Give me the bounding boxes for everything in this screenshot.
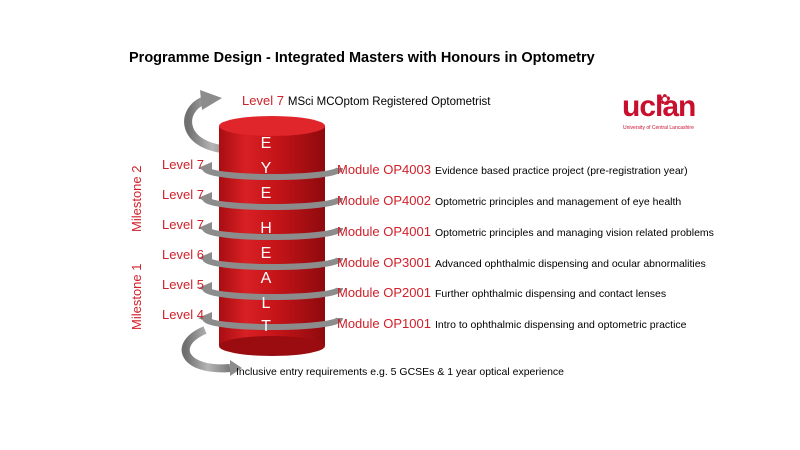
module-code: Module OP4002 [337, 193, 431, 208]
uclan-logo: uclan ✿ University of Central Lancashire [622, 92, 702, 138]
module-description: Further ophthalmic dispensing and contac… [435, 288, 666, 300]
module-code: Module OP4001 [337, 224, 431, 239]
level-label: Level 5 [162, 277, 204, 292]
module-row: Module OP4001 Optometric principles and m… [337, 223, 714, 241]
cylinder-letter: T [256, 318, 276, 336]
cylinder-letter: H [256, 220, 276, 238]
module-description: Evidence based practice project (pre-reg… [435, 165, 688, 177]
module-row: Module OP2001 Further ophthalmic dispensi… [337, 284, 666, 302]
logo-subtitle: University of Central Lancashire [623, 125, 694, 131]
module-description: Advanced ophthalmic dispensing and ocula… [435, 258, 706, 270]
module-description: Optometric principles and management of … [435, 196, 681, 208]
level-label: Level 7 [162, 157, 204, 172]
entry-requirements: Inclusive entry requirements e.g. 5 GCSE… [236, 366, 564, 378]
level-label: Level 4 [162, 307, 204, 322]
top-level-award-text: MSci MCOptom Registered Optometrist [288, 96, 491, 108]
top-level-award: Level 7 MSci MCOptom Registered Optometri… [242, 92, 491, 110]
top-arrow-head [200, 90, 222, 110]
cylinder-letter: A [256, 270, 276, 288]
cylinder-letter: L [256, 295, 276, 313]
level-label: Level 7 [162, 217, 204, 232]
rose-icon: ✿ [659, 92, 671, 106]
module-row: Module OP4002 Optometric principles and m… [337, 192, 681, 210]
cylinder-letter: E [256, 185, 276, 203]
module-row: Module OP4003 Evidence based practice pro… [337, 161, 688, 179]
cylinder-letter: E [256, 245, 276, 263]
module-description: Optometric principles and managing visio… [435, 227, 714, 239]
module-row: Module OP1001 Intro to ophthalmic dispens… [337, 315, 687, 333]
module-code: Module OP3001 [337, 255, 431, 270]
level-label: Level 7 [162, 187, 204, 202]
milestone-2-label: Milestone 2 [129, 166, 144, 232]
milestone-1-label: Milestone 1 [129, 264, 144, 330]
module-row: Module OP3001 Advanced ophthalmic dispens… [337, 254, 706, 272]
cylinder-letter: Y [256, 160, 276, 178]
module-description: Intro to ophthalmic dispensing and optom… [435, 319, 687, 331]
level-label: Level 6 [162, 247, 204, 262]
module-code: Module OP4003 [337, 162, 431, 177]
cylinder-letter: E [256, 135, 276, 153]
module-code: Module OP1001 [337, 316, 431, 331]
top-level-label: Level 7 [242, 93, 284, 108]
module-code: Module OP2001 [337, 285, 431, 300]
